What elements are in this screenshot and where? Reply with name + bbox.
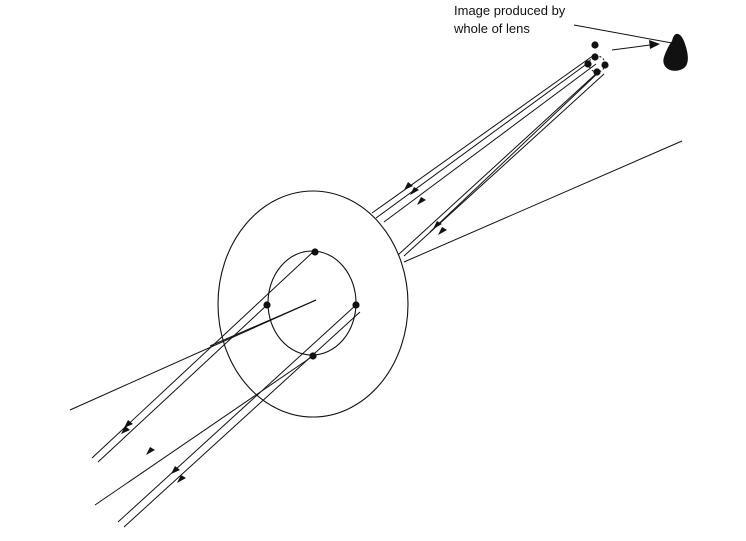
- annotation-line-1: Image produced by: [454, 3, 566, 18]
- image-arrow: [611, 40, 660, 51]
- incoming-ray: [97, 304, 268, 463]
- ray-point: [311, 248, 319, 256]
- outgoing-ray: [397, 71, 599, 256]
- ray-point: [309, 352, 317, 360]
- annotation-line-2: whole of lens: [453, 21, 530, 36]
- outgoing-arrowheads: [404, 182, 447, 235]
- incoming-ray: [123, 311, 361, 528]
- lens-central-zone: [267, 250, 357, 356]
- image-arrow-shaft: [611, 44, 651, 51]
- ray-point: [352, 301, 360, 309]
- lens-ray-points: [263, 248, 360, 360]
- arrowhead: [146, 447, 155, 455]
- incoming-ray: [117, 304, 357, 523]
- image-points: [584, 41, 609, 76]
- arrowhead: [438, 227, 447, 235]
- lens-outer-edge: [217, 190, 409, 418]
- axis-lines: [69, 140, 683, 411]
- arrowhead: [171, 466, 180, 474]
- image-point: [591, 53, 599, 61]
- ray-point: [263, 301, 271, 309]
- blurred-image-blob: [663, 33, 688, 71]
- arrowhead: [410, 187, 419, 195]
- image-zone-ring: [588, 55, 606, 73]
- arrowhead: [433, 221, 442, 229]
- image-arrow-head: [649, 40, 660, 49]
- axis-line-right: [403, 140, 683, 263]
- outgoing-ray: [383, 63, 597, 223]
- arrowhead: [121, 426, 130, 434]
- outgoing-ray: [375, 62, 589, 219]
- axis-line-upper: [209, 299, 317, 347]
- incoming-arrowheads: [121, 420, 186, 483]
- incoming-rays: [91, 251, 361, 528]
- arrowhead: [124, 420, 133, 428]
- image-point: [591, 41, 599, 49]
- annotation-leader-line: [573, 24, 673, 44]
- outgoing-ray: [429, 70, 601, 233]
- arrowhead: [177, 475, 186, 483]
- arrowhead: [417, 197, 426, 205]
- incoming-ray: [94, 355, 314, 506]
- image-point: [584, 60, 592, 68]
- arrowhead: [404, 182, 413, 190]
